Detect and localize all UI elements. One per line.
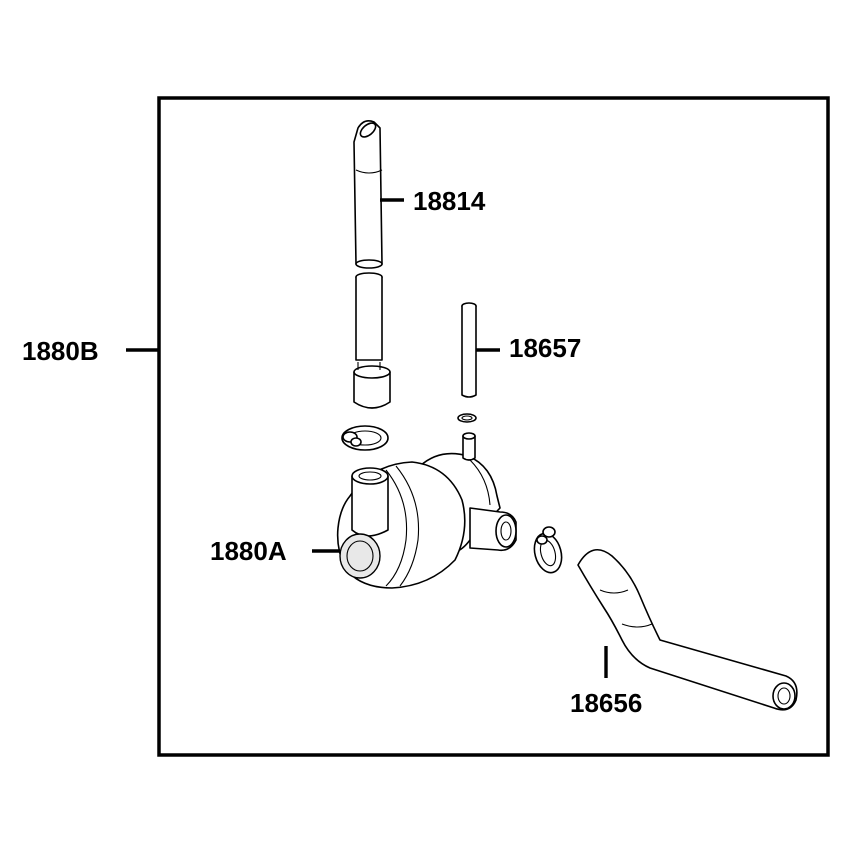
hose-clip-upper (341, 425, 389, 451)
hose-18656[interactable] (577, 548, 798, 711)
small-pipe-18657[interactable] (457, 302, 477, 423)
fuel-pipe-18814[interactable] (353, 120, 391, 409)
label-fuel-pipe: 18814 (413, 186, 486, 216)
assembly-frame (157, 96, 830, 757)
label-valve-body: 1880A (210, 536, 287, 566)
valve-body-1880A[interactable] (336, 432, 517, 589)
label-assembly: 1880B (22, 336, 99, 366)
label-hose: 18656 (570, 688, 642, 718)
hose-clip-lower (533, 526, 563, 574)
label-small-pipe: 18657 (509, 333, 581, 363)
